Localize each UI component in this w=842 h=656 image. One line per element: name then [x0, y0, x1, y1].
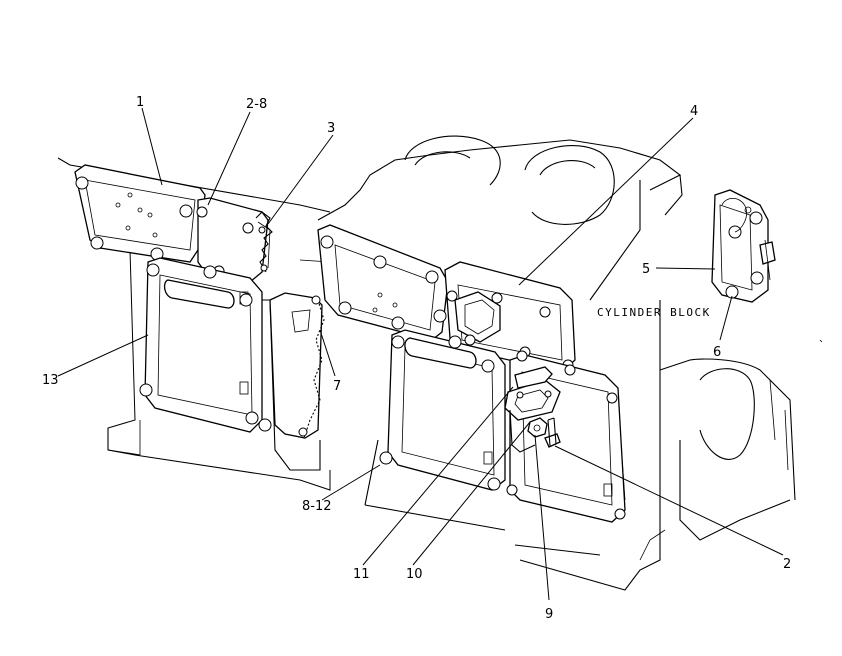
- callout-9: 9: [545, 607, 553, 622]
- cylinder-block-label: CYLINDER BLOCK: [597, 306, 711, 319]
- callout-1: 1: [136, 95, 144, 110]
- callout-7: 7: [333, 379, 341, 394]
- cover-plate-lower-left: [139, 257, 272, 433]
- cover-plate-upper-middle: [317, 224, 449, 341]
- leader-lines: [57, 107, 784, 601]
- callout-8-12: 8-12: [302, 499, 332, 514]
- callout-5: 5: [642, 262, 650, 277]
- callout-2-8: 2-8: [246, 97, 267, 112]
- nut-part: [527, 417, 548, 438]
- small-cover-plate-exploded: [711, 189, 776, 303]
- callout-2: 2: [783, 557, 791, 572]
- seal-gasket-left: [269, 292, 325, 439]
- cover-plate-upper-left: [74, 164, 206, 263]
- clip-part: [255, 211, 273, 273]
- callout-6: 6: [713, 345, 721, 360]
- elbow-flange-part: [504, 366, 561, 453]
- bolt-part: [544, 417, 561, 448]
- callout-13: 13: [42, 373, 59, 388]
- callout-labels: 1 2-8 3 4 5 6 7 8-12 9 10 11 2 13 CYLIND…: [42, 95, 791, 622]
- cover-plate-lower-middle: [379, 329, 506, 491]
- callout-4: 4: [690, 104, 698, 119]
- callout-11: 11: [353, 567, 370, 582]
- callout-10: 10: [406, 567, 423, 582]
- cover-plate-upper-right: [444, 261, 576, 373]
- callout-3: 3: [327, 121, 335, 136]
